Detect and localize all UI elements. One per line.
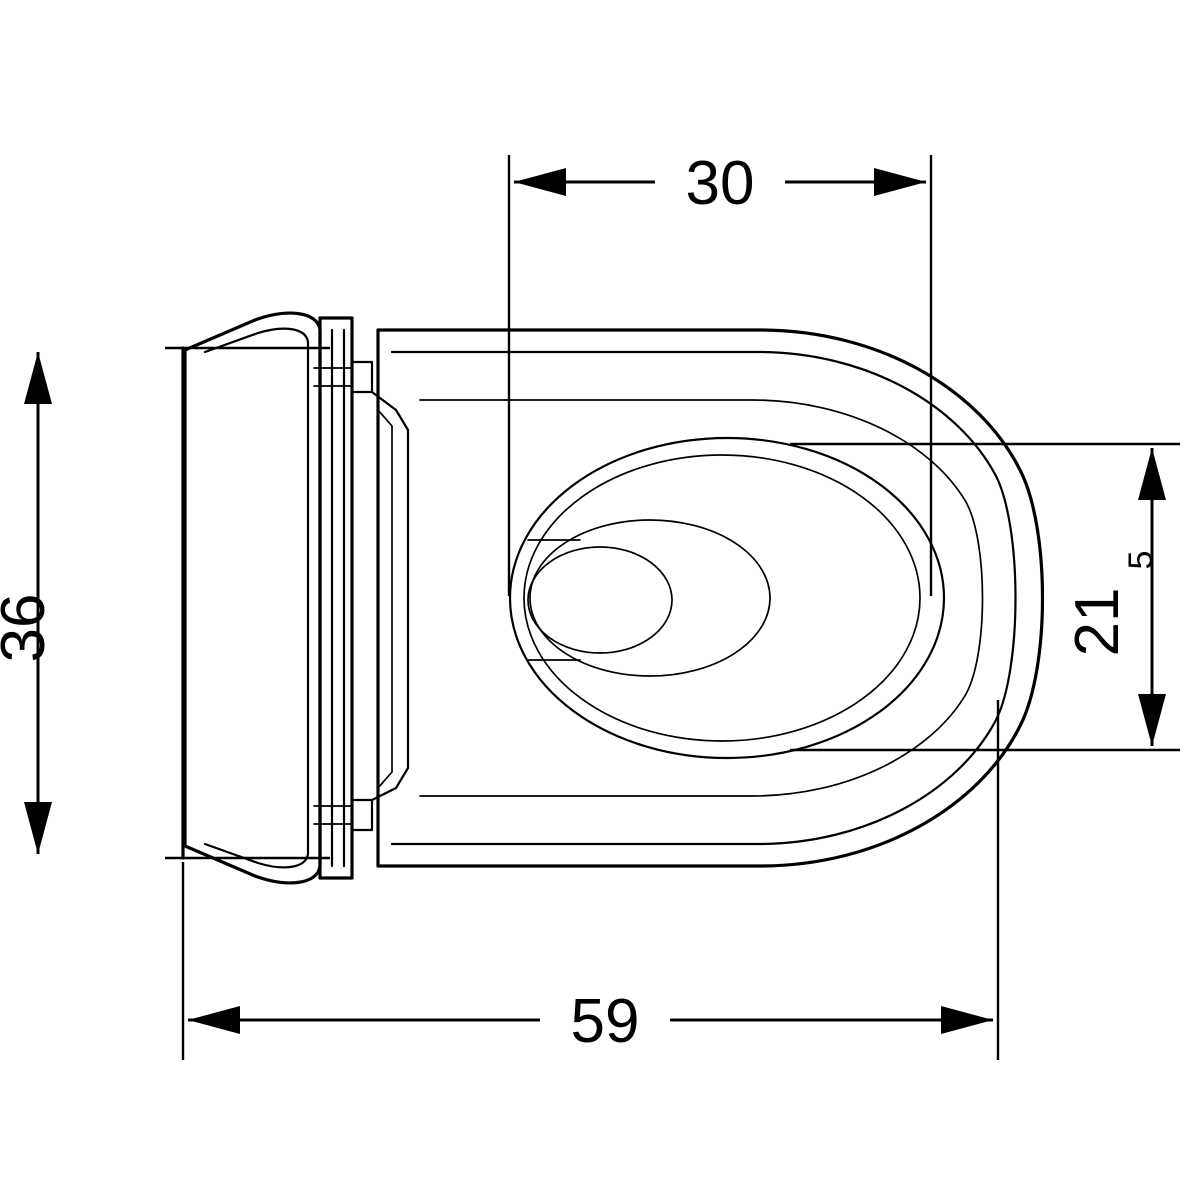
back-cover-outline bbox=[183, 311, 322, 885]
seal-plate-outline bbox=[318, 316, 354, 880]
dimension-36-label: 36 bbox=[0, 594, 58, 663]
dimension-30-label: 30 bbox=[686, 149, 755, 218]
neck-groove-inner bbox=[377, 409, 393, 789]
dimension-21-5-group: 21 5 bbox=[790, 442, 1180, 752]
back-cover-inner bbox=[203, 327, 310, 869]
dimension-59-label: 59 bbox=[571, 987, 640, 1056]
dimension-21-5-superscript: 5 bbox=[1122, 551, 1160, 570]
product-outline-group bbox=[181, 311, 1045, 885]
dimension-59-arrow-right bbox=[941, 1006, 993, 1034]
dimension-21-5-label: 21 bbox=[1063, 588, 1132, 657]
pan-bowl-rim-contour bbox=[419, 399, 984, 797]
bowl-interior-ellipse bbox=[508, 436, 946, 760]
dimension-36-group: 36 bbox=[0, 346, 330, 860]
outlet-ellipse bbox=[527, 546, 673, 654]
dimension-30-arrow-left bbox=[514, 168, 566, 196]
dimension-30-arrow-right bbox=[874, 168, 926, 196]
dimension-21-5-arrow-bottom bbox=[1138, 694, 1166, 746]
dimension-30-text-backing bbox=[655, 148, 785, 218]
lower-bracket-detail bbox=[350, 798, 374, 832]
bowl-interior-ellipse-inner bbox=[523, 454, 921, 742]
dimension-59-text-backing bbox=[540, 986, 670, 1056]
dimension-21-5-arrow-top bbox=[1138, 448, 1166, 500]
water-spot-ellipse bbox=[529, 519, 771, 677]
upper-bracket-detail bbox=[350, 360, 374, 394]
dimension-59-arrow-left bbox=[188, 1006, 240, 1034]
dimension-36-arrow-bottom bbox=[24, 802, 52, 854]
dimension-30-group: 30 bbox=[507, 148, 933, 596]
pan-rim-inner-contour bbox=[390, 350, 1017, 846]
dimension-36-arrow-top bbox=[24, 352, 52, 404]
neck-groove-outline bbox=[370, 390, 410, 802]
dimension-59-group: 59 bbox=[181, 700, 1000, 1060]
pan-outer-outline bbox=[376, 328, 1045, 868]
